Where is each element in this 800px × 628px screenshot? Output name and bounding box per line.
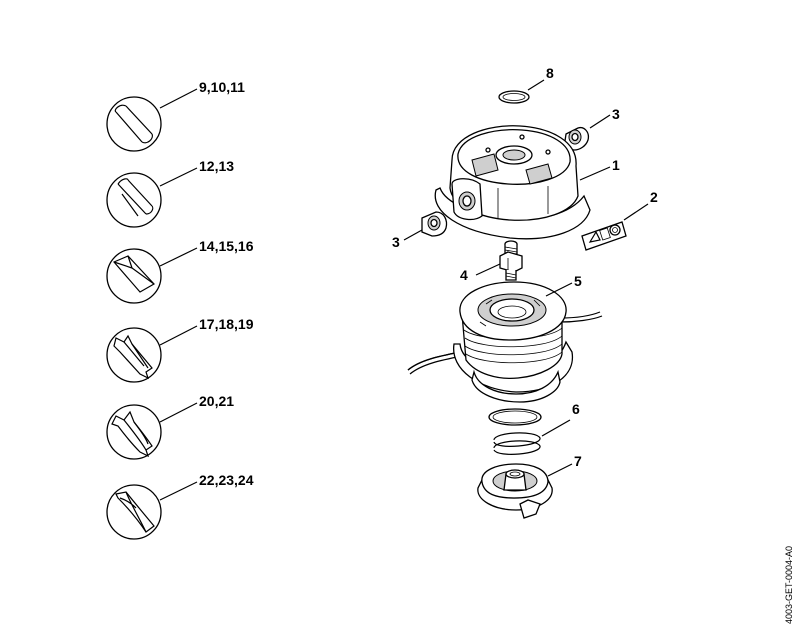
part-2-warning-label: 2 bbox=[581, 189, 658, 251]
part-1-housing: 1 bbox=[434, 125, 620, 240]
cross-section-label: 22,23,24 bbox=[199, 472, 254, 488]
cross-section-twisted-round: 12,13 bbox=[106, 158, 234, 228]
part-6-spring: 6 bbox=[488, 401, 580, 455]
part-5-spool: 5 bbox=[407, 273, 603, 403]
callout-1: 1 bbox=[612, 157, 620, 173]
callout-2: 2 bbox=[650, 189, 658, 205]
part-8-snap-ring: 8 bbox=[498, 65, 554, 104]
cross-section-star: 17,18,19 bbox=[106, 316, 254, 383]
part-4-adapter: 4 bbox=[460, 240, 523, 283]
cross-section-round: 9,10,11 bbox=[106, 79, 245, 152]
cross-section-label: 12,13 bbox=[199, 158, 234, 174]
part-7-cover: 7 bbox=[477, 453, 582, 519]
document-id-text: 4003-GET-0004-A0 bbox=[784, 545, 794, 624]
cross-section-twisted-square: 22,23,24 bbox=[106, 472, 254, 540]
cross-section-square: 14,15,16 bbox=[106, 238, 254, 304]
callout-4: 4 bbox=[460, 267, 468, 283]
callout-3-right: 3 bbox=[612, 106, 620, 122]
callout-3-left: 3 bbox=[392, 234, 400, 250]
cross-section-label: 17,18,19 bbox=[199, 316, 254, 332]
cross-section-label: 9,10,11 bbox=[199, 79, 245, 95]
callout-5: 5 bbox=[574, 273, 582, 289]
cross-section-label: 14,15,16 bbox=[199, 238, 254, 254]
part-3-bushing-right: 3 bbox=[563, 106, 620, 151]
part-3-bushing-left: 3 bbox=[392, 211, 448, 250]
cross-section-label: 20,21 bbox=[199, 393, 234, 409]
callout-6: 6 bbox=[572, 401, 580, 417]
document-id: 4003-GET-0004-A0 bbox=[784, 540, 798, 624]
cross-section-twisted-star: 20,21 bbox=[106, 393, 234, 460]
callout-7: 7 bbox=[574, 453, 582, 469]
callout-8: 8 bbox=[546, 65, 554, 81]
